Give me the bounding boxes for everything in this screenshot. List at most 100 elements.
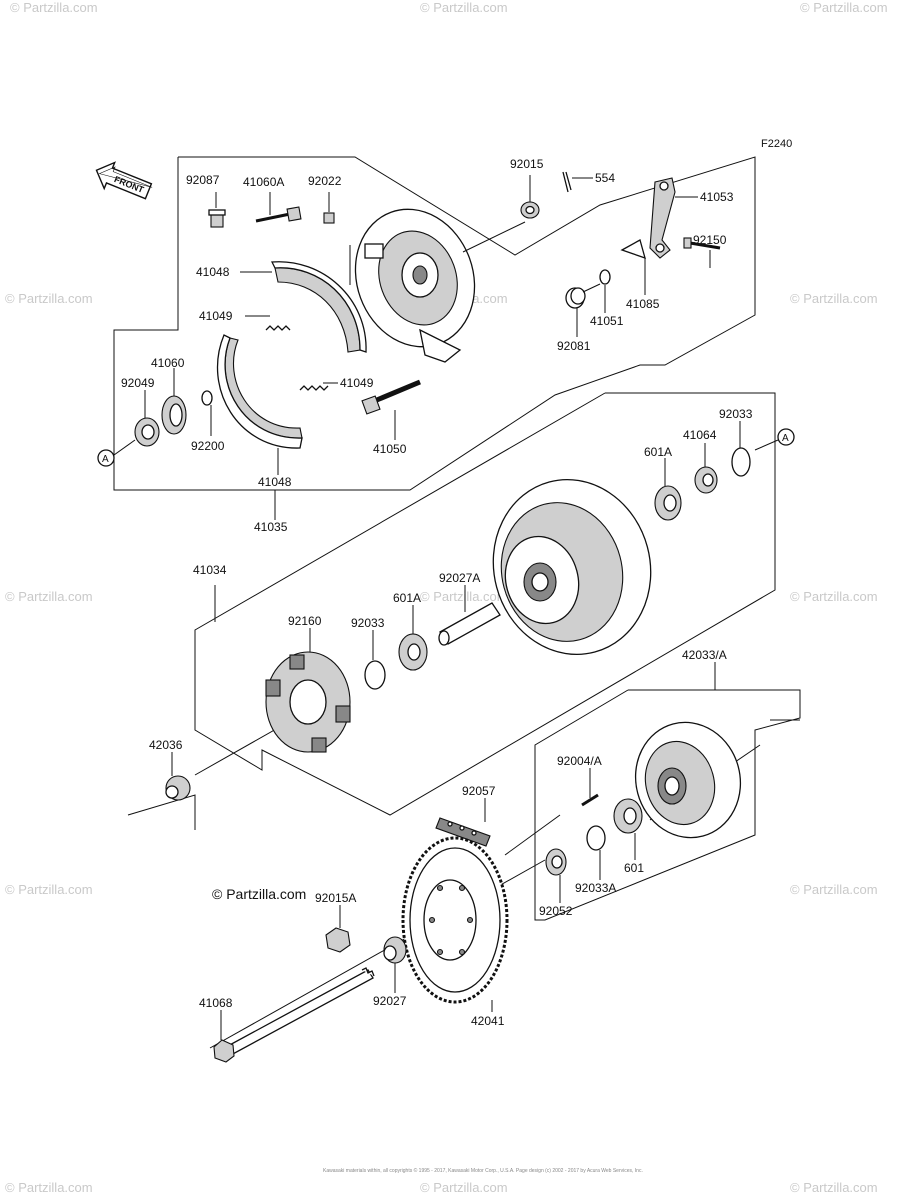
watermark: © Partzilla.com xyxy=(790,589,878,604)
part-label-41060A: 41060A xyxy=(243,175,284,189)
part-label-92087: 92087 xyxy=(186,173,220,187)
wheel-hub-icon xyxy=(492,478,652,656)
part-label-92049: 92049 xyxy=(121,376,155,390)
ref-marker-label: A xyxy=(782,433,789,444)
spring-41049-lower-icon xyxy=(299,385,329,391)
brake-shoe-lower-icon xyxy=(216,334,303,449)
part-label-92150: 92150 xyxy=(693,233,727,247)
indicator-41085-icon xyxy=(620,239,646,260)
brake-assembly-frame xyxy=(113,156,756,520)
watermark: © Partzilla.com xyxy=(420,1180,508,1195)
chain-92057-icon xyxy=(435,817,491,847)
seal-41060-icon xyxy=(161,395,187,435)
watermark: © Partzilla.com xyxy=(5,589,93,604)
watermark: © Partzilla.com xyxy=(420,0,508,15)
part-label-92057: 92057 xyxy=(462,784,496,798)
collar-41064-icon xyxy=(694,466,718,494)
sprocket-42041-icon xyxy=(401,836,509,1004)
part-label-92052: 92052 xyxy=(539,904,573,918)
part-label-92015: 92015 xyxy=(510,157,544,171)
part-labels: 92087 41060A 92022 92015 554 41053 92150… xyxy=(121,157,753,1028)
part-label-41050: 41050 xyxy=(373,442,407,456)
bearing-601A-upper-icon xyxy=(654,485,682,521)
circlip-92033A-icon xyxy=(586,825,606,851)
seal-41051-icon xyxy=(599,269,611,285)
credit-text: © Partzilla.com xyxy=(212,886,306,902)
circlip-92033-upper-icon xyxy=(731,447,751,477)
damper-92160-icon xyxy=(265,651,351,753)
bearing-601A-lower-icon xyxy=(398,633,428,671)
watermark: © Partzilla.com xyxy=(800,0,888,15)
circlip-92033-lower-icon xyxy=(364,660,386,690)
part-label-92200: 92200 xyxy=(191,439,225,453)
part-label-41048-upper: 41048 xyxy=(196,265,230,279)
brake-panel-icon xyxy=(354,208,476,363)
part-label-92022: 92022 xyxy=(308,174,342,188)
collar-42036-icon xyxy=(165,775,191,801)
seal-92052-icon xyxy=(545,848,567,876)
part-label-41053: 41053 xyxy=(700,190,734,204)
part-label-92033-upper: 92033 xyxy=(719,407,753,421)
part-label-92033-lower: 92033 xyxy=(351,616,385,630)
collar-92027-icon xyxy=(383,936,407,964)
part-label-41048-lower: 41048 xyxy=(258,475,292,489)
sprocket-assembly-frame xyxy=(534,662,801,921)
footer-copyright: Kawasaki materials within, all copyright… xyxy=(323,1167,643,1174)
watermark: © Partzilla.com xyxy=(5,1180,93,1195)
part-label-42041: 42041 xyxy=(471,1014,505,1028)
watermark: © Partzilla.com xyxy=(10,0,98,15)
watermark: © Partzilla.com xyxy=(790,882,878,897)
ref-marker-left-icon: A xyxy=(97,449,115,467)
part-label-41064: 41064 xyxy=(683,428,717,442)
part-label-92027: 92027 xyxy=(373,994,407,1008)
part-label-41068: 41068 xyxy=(199,996,233,1010)
part-label-41035: 41035 xyxy=(254,520,288,534)
sprocket-coupling-icon xyxy=(634,721,742,839)
part-label-92033A: 92033A xyxy=(575,881,616,895)
watermark: © Partzilla.com xyxy=(5,291,93,306)
brake-lever-41053-icon xyxy=(649,177,676,259)
hub-assembly-frame xyxy=(194,392,776,816)
part-label-41051: 41051 xyxy=(590,314,624,328)
part-label-92027A: 92027A xyxy=(439,571,480,585)
part-label-601: 601 xyxy=(624,861,644,875)
part-label-41049-lower: 41049 xyxy=(340,376,374,390)
ref-marker-label: A xyxy=(102,454,109,465)
figure-code: F2240 xyxy=(761,138,792,150)
torsion-spring-92081-icon xyxy=(565,283,601,309)
nut-92015A-icon xyxy=(325,927,351,953)
spring-41049-upper-icon xyxy=(265,325,291,331)
part-label-554: 554 xyxy=(595,171,615,185)
bolt-92150-icon xyxy=(683,237,721,250)
part-label-92081: 92081 xyxy=(557,339,591,353)
part-label-601A-upper: 601A xyxy=(644,445,672,459)
part-label-92015A: 92015A xyxy=(315,891,356,905)
part-label-41085: 41085 xyxy=(626,297,660,311)
washer-92022-icon xyxy=(323,212,335,224)
watermark: © Partzilla.com xyxy=(790,1180,878,1195)
stud-92004A-icon xyxy=(581,793,599,807)
leader-lines xyxy=(144,175,741,1040)
ref-marker-right-icon: A xyxy=(777,428,795,446)
part-label-42033A: 42033/A xyxy=(682,648,727,662)
watermark: © Partzilla.com xyxy=(420,589,508,604)
axle-41068-icon xyxy=(213,967,375,1063)
part-label-41034: 41034 xyxy=(193,563,227,577)
camshaft-41060A-icon xyxy=(255,206,302,223)
watermark: © Partzilla.com xyxy=(790,291,878,306)
part-label-601A-lower: 601A xyxy=(393,591,421,605)
brake-shoe-upper-icon xyxy=(270,261,367,353)
nut-92015-icon xyxy=(520,201,540,219)
washer-92200-icon xyxy=(201,390,213,406)
bearing-601-icon xyxy=(613,798,643,834)
cotter-pin-554-icon xyxy=(562,171,572,193)
spacer-92027A-icon xyxy=(438,602,501,646)
part-label-92160: 92160 xyxy=(288,614,322,628)
brake-cam-41050-icon xyxy=(361,379,421,415)
part-label-42036: 42036 xyxy=(149,738,183,752)
watermark: © Partzilla.com xyxy=(5,882,93,897)
front-arrow-icon: FRONT xyxy=(95,161,153,200)
bolt-92087-icon xyxy=(208,209,226,228)
watermarks: © Partzilla.com © Partzilla.com © Partzi… xyxy=(5,0,888,1195)
